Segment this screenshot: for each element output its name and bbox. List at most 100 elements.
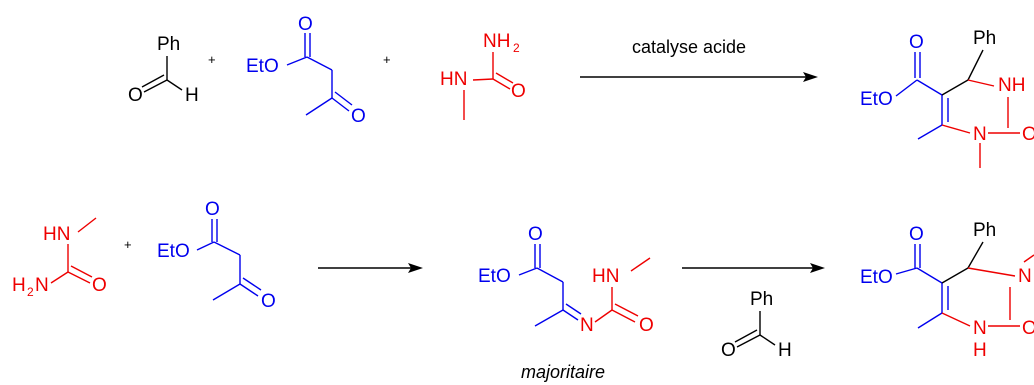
bottom-plus: + (124, 237, 132, 252)
bond (286, 56, 308, 66)
bond (941, 312, 971, 327)
top-benzaldehyde-o: O (128, 85, 143, 106)
intermediate-caption: majoritaire (521, 362, 605, 382)
bond (213, 241, 241, 256)
top-ketoester-o2: O (351, 106, 366, 127)
bond (967, 79, 995, 87)
bond (941, 124, 971, 134)
bond (917, 124, 943, 140)
bottom-urea-o: O (92, 275, 107, 296)
bond (562, 309, 579, 321)
bottom-product-o: O (909, 224, 924, 245)
bond (242, 277, 262, 291)
bond (967, 49, 984, 81)
bottom-ketoester-o2: O (261, 291, 276, 312)
bottom-urea-h: H (12, 275, 26, 296)
top-ketoester-eto: EtO (246, 56, 279, 77)
top-ketoester: O EtO O (246, 14, 366, 127)
top-plus-2: + (383, 52, 391, 67)
bond (916, 267, 943, 284)
bond (239, 283, 259, 297)
bond (306, 56, 333, 71)
bond (895, 267, 918, 275)
bond (917, 312, 943, 329)
bond (534, 309, 564, 327)
bond (212, 283, 241, 301)
bond (941, 79, 969, 96)
top-arrow-label: catalyse acide (632, 37, 746, 57)
bottom-intermediate-o: O (528, 224, 543, 245)
bond (630, 257, 651, 272)
bottom-arrow-1 (318, 263, 423, 273)
top-benzaldehyde-h: H (185, 85, 199, 106)
bond (166, 79, 183, 91)
bond (967, 241, 984, 269)
bond (50, 271, 69, 284)
bottom-intermediate-o2: O (639, 315, 654, 336)
bond (594, 309, 613, 323)
bond (77, 217, 97, 233)
bottom-intermediate-hn: HN (592, 266, 619, 287)
top-arrow: catalyse acide (580, 37, 818, 82)
bond (895, 79, 918, 97)
arrow-head (810, 263, 825, 273)
top-product-nh: NH (998, 75, 1025, 96)
bond (331, 97, 350, 112)
bond (734, 329, 758, 343)
bottom-product-n: N (1018, 266, 1032, 287)
top-urea-hn: HN (440, 69, 467, 90)
bottom-product-o2: O (1022, 318, 1034, 339)
top-benzaldehyde-ph: Ph (157, 34, 180, 55)
bottom-product-eto: EtO (860, 267, 893, 288)
arrow-head (803, 72, 818, 82)
bond (941, 267, 969, 284)
bond (536, 267, 564, 283)
bond (565, 303, 582, 315)
bottom-ketoester-o: O (205, 199, 220, 220)
bottom-urea-h-sub: 2 (27, 285, 34, 299)
top-product-o2: O (1022, 124, 1034, 145)
top-product-o: O (909, 32, 924, 53)
bond (196, 241, 215, 251)
top-product-eto: EtO (860, 89, 893, 110)
bottom-product-ph: Ph (973, 220, 996, 241)
bottom-intermediate: O EtO HN N O majoritaire (478, 224, 654, 382)
bond (305, 97, 333, 116)
bottom-urea-n: N (35, 275, 49, 296)
top-urea-nh-sub: 2 (513, 41, 520, 55)
bond (67, 271, 91, 284)
bottom-intermediate-n: N (580, 315, 594, 336)
bond (472, 78, 494, 81)
top-urea-o: O (511, 81, 526, 102)
top-product-ph: Ph (973, 28, 996, 49)
bottom-ketoester: O EtO O (157, 199, 276, 312)
bond (916, 79, 943, 96)
bottom-benzaldehyde-h: H (778, 340, 792, 361)
bond (143, 79, 168, 93)
bottom-intermediate-eto: EtO (478, 266, 511, 287)
bond (1023, 254, 1034, 263)
top-product-n: N (973, 124, 987, 145)
bottom-benzaldehyde-o: O (721, 340, 736, 361)
bottom-product: O EtO Ph N N H O (860, 220, 1034, 361)
bottom-benzaldehyde-ph: Ph (750, 289, 773, 310)
bond (492, 78, 511, 90)
bottom-ketoester-eto: EtO (157, 241, 190, 262)
top-benzaldehyde: Ph O H (128, 34, 199, 106)
bond (70, 265, 93, 278)
bond (614, 303, 639, 317)
top-product: O EtO Ph NH N O (860, 28, 1034, 168)
bottom-arrow-2 (682, 263, 825, 273)
bond (967, 267, 1016, 277)
bottom-benzaldehyde: Ph O H (721, 289, 792, 361)
bond (736, 334, 761, 348)
bond (334, 91, 353, 106)
bottom-product-nh-h: H (973, 340, 987, 361)
bottom-urea-hn: HN (43, 224, 70, 245)
bond (759, 334, 776, 346)
arrow-head (408, 263, 423, 273)
top-plus-1: + (208, 52, 216, 67)
bond (141, 74, 165, 88)
